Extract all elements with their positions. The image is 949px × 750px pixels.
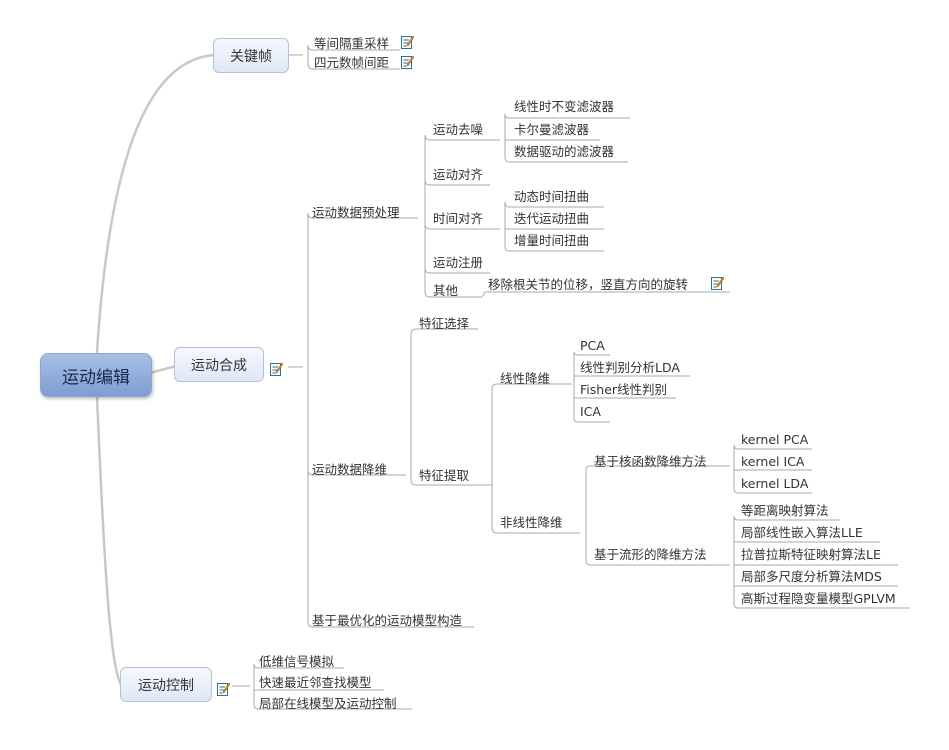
branch-control[interactable]: 运动控制 xyxy=(120,667,212,702)
keyframe-item-1[interactable]: 四元数帧间距 xyxy=(314,55,390,70)
timealign-item-0[interactable]: 动态时间扭曲 xyxy=(514,189,590,204)
kernel-item-0[interactable]: kernel PCA xyxy=(741,432,809,447)
manifold-item-1[interactable]: 局部线性嵌入算法LLE xyxy=(741,525,863,540)
connector-timealign-children xyxy=(490,201,604,252)
connector-synthesis-bracket xyxy=(288,212,474,628)
timealign-item-1[interactable]: 迭代运动扭曲 xyxy=(514,211,590,226)
keyframe-item-0[interactable]: 等间隔重采样 xyxy=(314,36,390,51)
connector-denoise-children xyxy=(490,113,630,163)
linear-item-3[interactable]: ICA xyxy=(580,404,601,419)
root-node[interactable]: 运动编辑 xyxy=(40,353,152,397)
linear-node[interactable]: 线性降维 xyxy=(500,371,551,386)
timealign-node[interactable]: 时间对齐 xyxy=(433,211,484,226)
optimization-node[interactable]: 基于最优化的运动模型构造 xyxy=(312,613,463,628)
connector-other-child xyxy=(465,291,730,298)
connector-preprocess-bracket xyxy=(404,134,490,298)
preprocess-node[interactable]: 运动数据预处理 xyxy=(312,205,400,220)
denoise-item-1[interactable]: 卡尔曼滤波器 xyxy=(514,122,590,137)
note-icon[interactable] xyxy=(270,362,283,376)
denoise-item-2[interactable]: 数据驱动的滤波器 xyxy=(514,144,615,159)
denoise-item-0[interactable]: 线性时不变滤波器 xyxy=(514,99,615,114)
connector-nonlinear-bracket xyxy=(574,465,725,566)
connector-control-children xyxy=(232,663,412,710)
note-icon[interactable] xyxy=(401,35,414,49)
connector-extraction-bracket xyxy=(491,383,574,534)
connector-manifold-children xyxy=(725,515,910,609)
manifold-item-2[interactable]: 拉普拉斯特征映射算法LE xyxy=(741,547,881,562)
kernel-item-2[interactable]: kernel LDA xyxy=(741,476,809,491)
linear-item-0[interactable]: PCA xyxy=(580,338,605,353)
denoise-node[interactable]: 运动去噪 xyxy=(433,122,484,137)
branch-synthesis[interactable]: 运动合成 xyxy=(174,347,264,382)
register-node[interactable]: 运动注册 xyxy=(433,255,484,270)
note-icon[interactable] xyxy=(401,55,414,69)
note-icon[interactable] xyxy=(217,682,230,696)
connector-keyframe-children xyxy=(288,44,400,70)
linear-item-1[interactable]: 线性判别分析LDA xyxy=(580,360,680,375)
align-node[interactable]: 运动对齐 xyxy=(433,167,484,182)
kernel-node[interactable]: 基于核函数降维方法 xyxy=(594,454,707,469)
connector-root-keyframe xyxy=(95,53,216,354)
note-icon[interactable] xyxy=(711,276,724,290)
connector-reduction-bracket xyxy=(396,328,492,486)
kernel-item-1[interactable]: kernel ICA xyxy=(741,454,805,469)
branch-keyframe[interactable]: 关键帧 xyxy=(213,38,289,73)
extraction-node[interactable]: 特征提取 xyxy=(419,468,470,483)
linear-item-2[interactable]: Fisher线性判别 xyxy=(580,382,668,397)
manifold-item-3[interactable]: 局部多尺度分析算法MDS xyxy=(741,569,882,584)
connector-root-synthesis xyxy=(148,364,178,375)
connector-linear-children xyxy=(568,351,690,423)
manifold-item-0[interactable]: 等距离映射算法 xyxy=(741,503,829,518)
other-node[interactable]: 其他 xyxy=(433,283,459,298)
connector-root-control xyxy=(95,395,124,688)
reduction-node[interactable]: 运动数据降维 xyxy=(312,462,388,477)
manifold-node[interactable]: 基于流形的降维方法 xyxy=(594,547,707,562)
connector-kernel-children xyxy=(725,444,812,494)
other-item[interactable]: 移除根关节的位移，竖直方向的旋转 xyxy=(488,277,689,292)
manifold-item-4[interactable]: 高斯过程隐变量模型GPLVM xyxy=(741,591,896,606)
selection-node[interactable]: 特征选择 xyxy=(419,316,470,331)
nonlinear-node[interactable]: 非线性降维 xyxy=(500,515,563,530)
timealign-item-2[interactable]: 增量时间扭曲 xyxy=(514,233,590,248)
control-item-1[interactable]: 快速最近邻查找模型 xyxy=(259,675,372,690)
control-item-2[interactable]: 局部在线模型及运动控制 xyxy=(259,696,397,711)
control-item-0[interactable]: 低维信号模拟 xyxy=(259,654,335,669)
